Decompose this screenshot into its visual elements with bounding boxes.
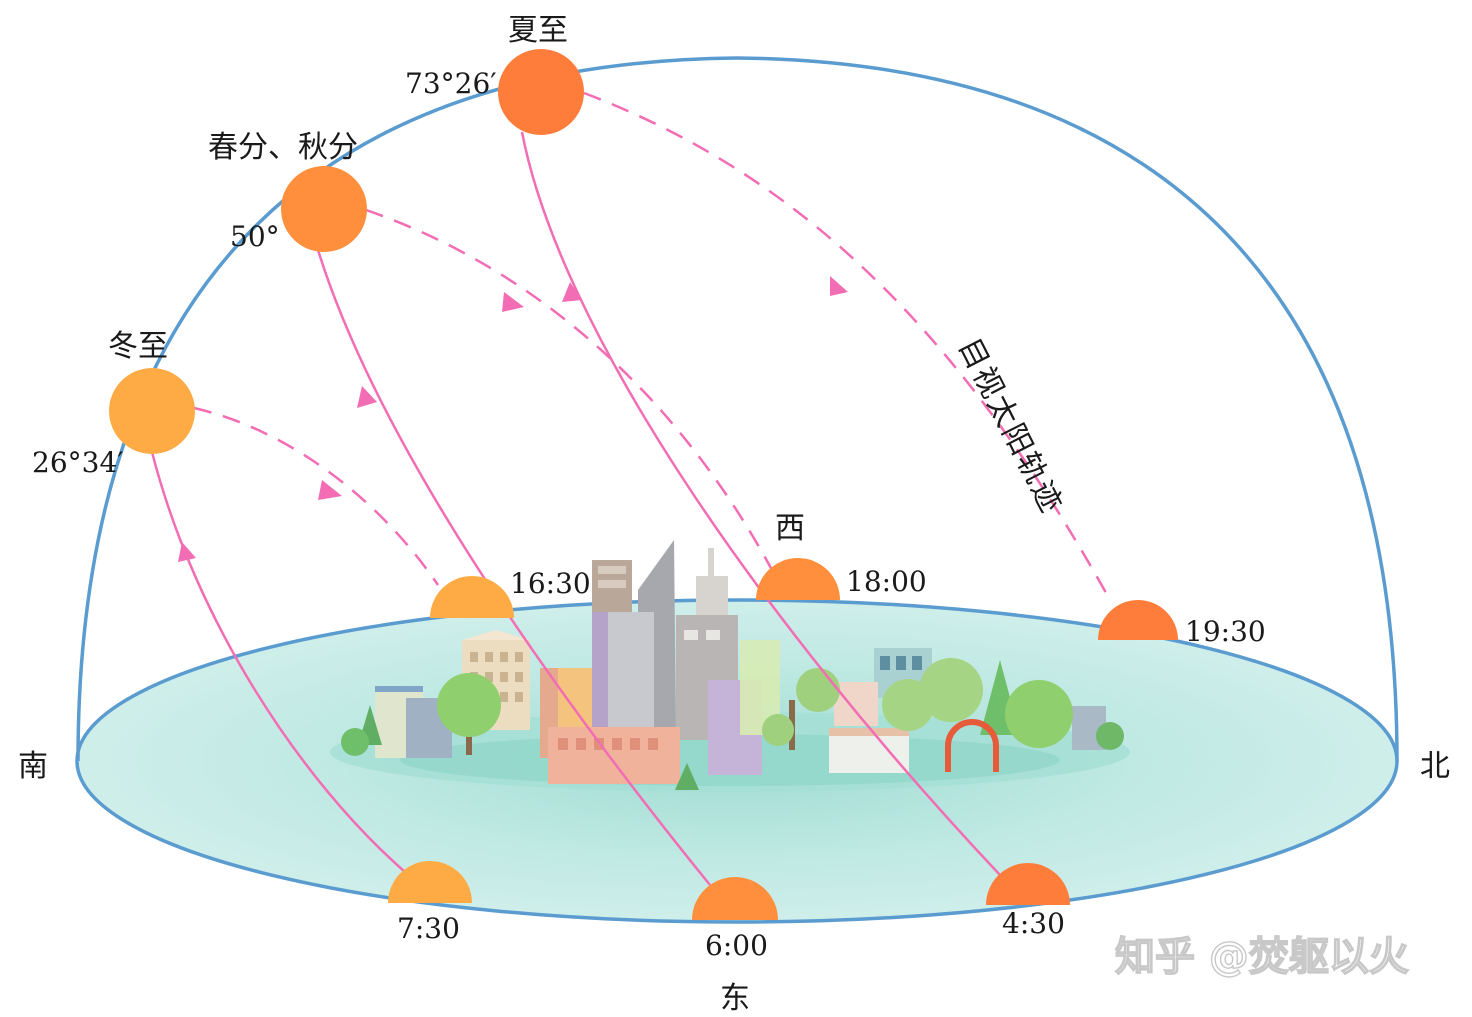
sun-winter-noon (109, 368, 195, 454)
direction-west: 西 (775, 511, 805, 546)
arrow-summer-morning (562, 282, 582, 302)
season-summer: 夏至 (508, 13, 568, 48)
city-illustration (330, 540, 1130, 792)
sun-equinox-noon (281, 166, 367, 252)
direction-north: 北 (1420, 749, 1450, 784)
sunrise-summer (986, 863, 1070, 905)
arrow-winter-morning (178, 542, 196, 562)
sunset-summer (1098, 600, 1178, 640)
arrow-summer-afternoon (830, 276, 848, 296)
watermark: 知乎 @焚躯以火 (1115, 934, 1409, 980)
sunset-equinox (756, 558, 840, 600)
season-winter: 冬至 (108, 329, 168, 364)
path-label: 目视太阳轨迹 (951, 333, 1069, 520)
sun-summer-noon (498, 49, 584, 135)
altitude-equinox: 50° (230, 220, 280, 253)
sunrise-winter (388, 861, 472, 903)
path-summer-afternoon (583, 91, 1112, 601)
season-equinox: 春分、秋分 (208, 130, 358, 165)
path-winter-afternoon (193, 406, 440, 586)
path-equinox-morning (316, 249, 711, 886)
direction-east: 东 (720, 981, 750, 1016)
rise-time-winter: 7:30 (397, 912, 460, 945)
rise-time-equinox: 6:00 (705, 929, 768, 962)
arrow-equinox-afternoon (502, 292, 524, 312)
path-winter-morning (150, 451, 406, 873)
direction-south: 南 (18, 749, 48, 784)
rise-time-summer: 4:30 (1002, 907, 1065, 940)
altitude-winter: 26°34′ (32, 446, 124, 479)
altitude-summer: 73°26′ (405, 67, 497, 100)
path-summer-morning (520, 131, 1001, 876)
set-time-winter: 16:30 (510, 567, 591, 600)
sky-dome (76, 56, 1399, 762)
arrow-equinox-morning (357, 386, 377, 408)
sunrise-equinox (692, 877, 778, 920)
path-equinox-afternoon (365, 208, 774, 571)
arrow-winter-afternoon (318, 480, 342, 500)
set-time-summer: 19:30 (1185, 615, 1266, 648)
set-time-equinox: 18:00 (846, 565, 927, 598)
sunset-winter (430, 576, 514, 618)
